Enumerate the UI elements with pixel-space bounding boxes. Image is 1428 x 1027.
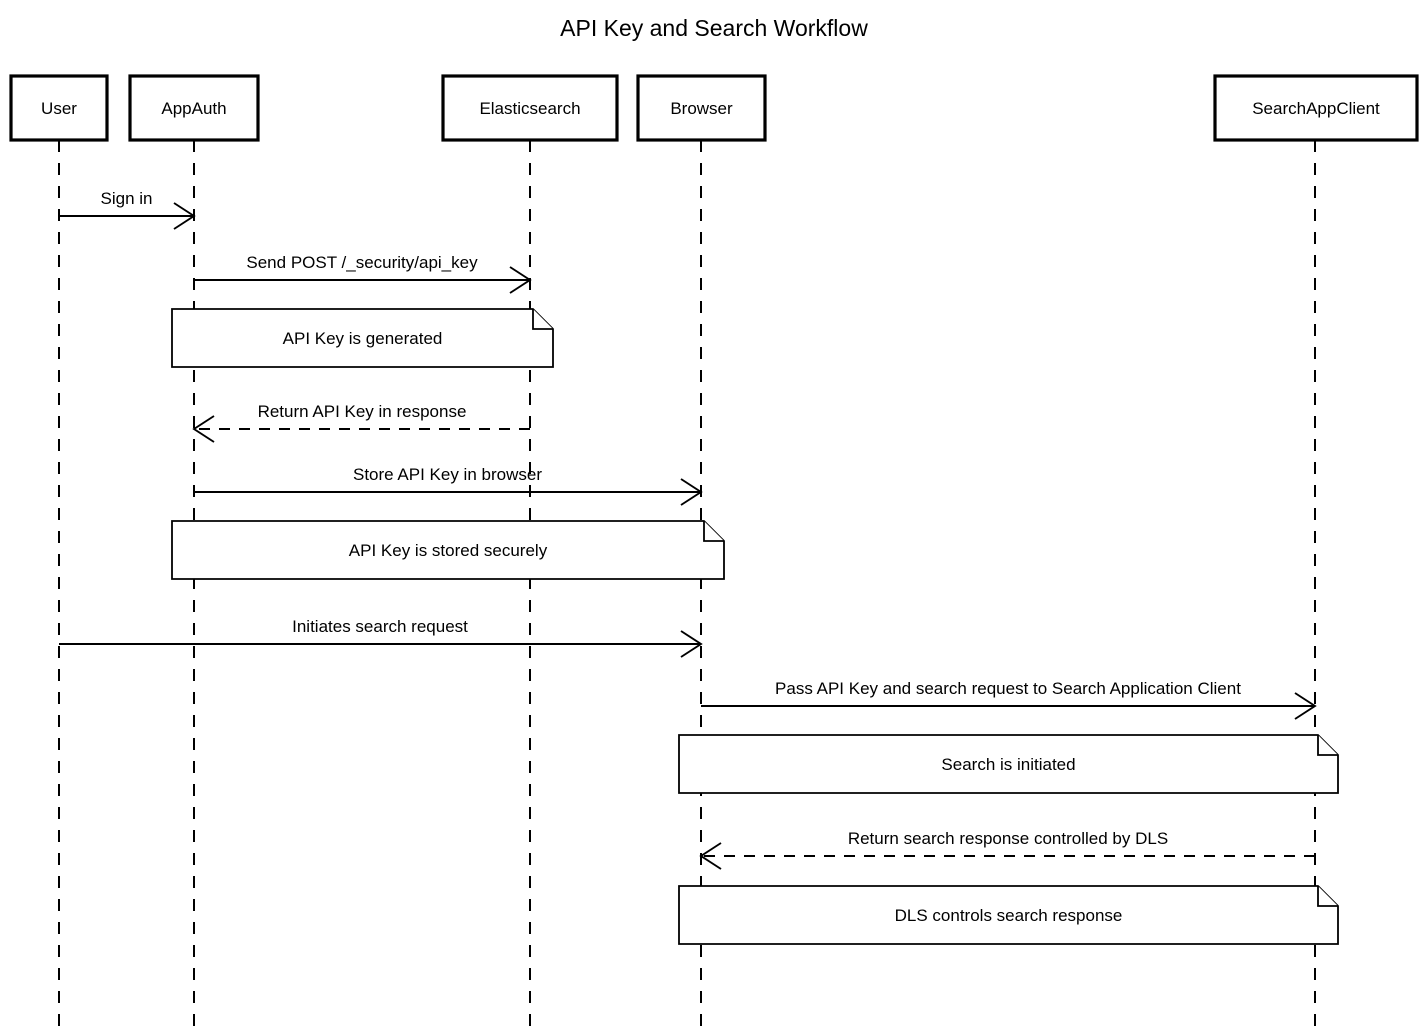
message-arrowhead <box>192 415 215 443</box>
message-arrowhead <box>509 266 532 294</box>
note-n3: Search is initiated <box>678 734 1339 794</box>
message-arrowhead <box>1294 692 1317 720</box>
message-m1: Sign in <box>59 189 196 230</box>
participants-layer: User AppAuth Elasticsearch Browser SearchApp… <box>9 74 1419 142</box>
participant-label: Browser <box>670 99 733 118</box>
participant-box[interactable] <box>1213 74 1419 142</box>
message-m4: Store API Key in browser <box>194 465 703 506</box>
note-fold-corner <box>532 309 553 330</box>
note-fold-corner <box>703 521 724 542</box>
participant-box[interactable] <box>636 74 767 142</box>
message-label: Return search response controlled by DLS <box>848 829 1168 848</box>
message-label: Sign in <box>101 189 153 208</box>
message-m6: Pass API Key and search request to Searc… <box>701 679 1317 720</box>
message-arrowhead <box>680 478 703 506</box>
participant-appauth[interactable]: AppAuth <box>128 74 260 142</box>
note-body <box>678 734 1339 794</box>
note-label: API Key is stored securely <box>349 541 548 560</box>
participant-box[interactable] <box>441 74 619 142</box>
message-arrowhead <box>173 202 196 230</box>
participant-browser[interactable]: Browser <box>636 74 767 142</box>
participant-label: User <box>41 99 77 118</box>
lifelines-layer <box>58 140 1316 1027</box>
message-m5: Initiates search request <box>59 617 703 658</box>
participant-box[interactable] <box>9 74 109 142</box>
note-body <box>678 885 1339 945</box>
message-arrowhead <box>699 842 722 870</box>
note-n4: DLS controls search response <box>678 885 1339 945</box>
message-arrowhead <box>680 630 703 658</box>
participant-label: Elasticsearch <box>479 99 580 118</box>
note-label: API Key is generated <box>283 329 443 348</box>
message-label: Send POST /_security/api_key <box>246 253 478 272</box>
message-label: Store API Key in browser <box>353 465 542 484</box>
note-body <box>171 520 725 580</box>
participant-label: SearchAppClient <box>1252 99 1380 118</box>
message-label: Pass API Key and search request to Searc… <box>775 679 1241 698</box>
page-title: API Key and Search Workflow <box>560 15 868 41</box>
note-label: Search is initiated <box>941 755 1075 774</box>
participant-elastic[interactable]: Elasticsearch <box>441 74 619 142</box>
note-n2: API Key is stored securely <box>171 520 725 580</box>
participant-searchapp[interactable]: SearchAppClient <box>1213 74 1419 142</box>
message-m7: Return search response controlled by DLS <box>699 829 1315 870</box>
message-m3: Return API Key in response <box>192 402 530 443</box>
participant-user[interactable]: User <box>9 74 109 142</box>
message-m2: Send POST /_security/api_key <box>194 253 532 294</box>
participant-box[interactable] <box>128 74 260 142</box>
message-label: Initiates search request <box>292 617 468 636</box>
note-fold-corner <box>1317 735 1338 756</box>
note-label: DLS controls search response <box>895 906 1123 925</box>
message-label: Return API Key in response <box>258 402 467 421</box>
note-fold-corner <box>1317 886 1338 907</box>
note-n1: API Key is generated <box>171 308 554 368</box>
messages-layer: Sign in Send POST /_security/api_keyRetur… <box>59 189 1317 870</box>
note-body <box>171 308 554 368</box>
participant-label: AppAuth <box>161 99 226 118</box>
